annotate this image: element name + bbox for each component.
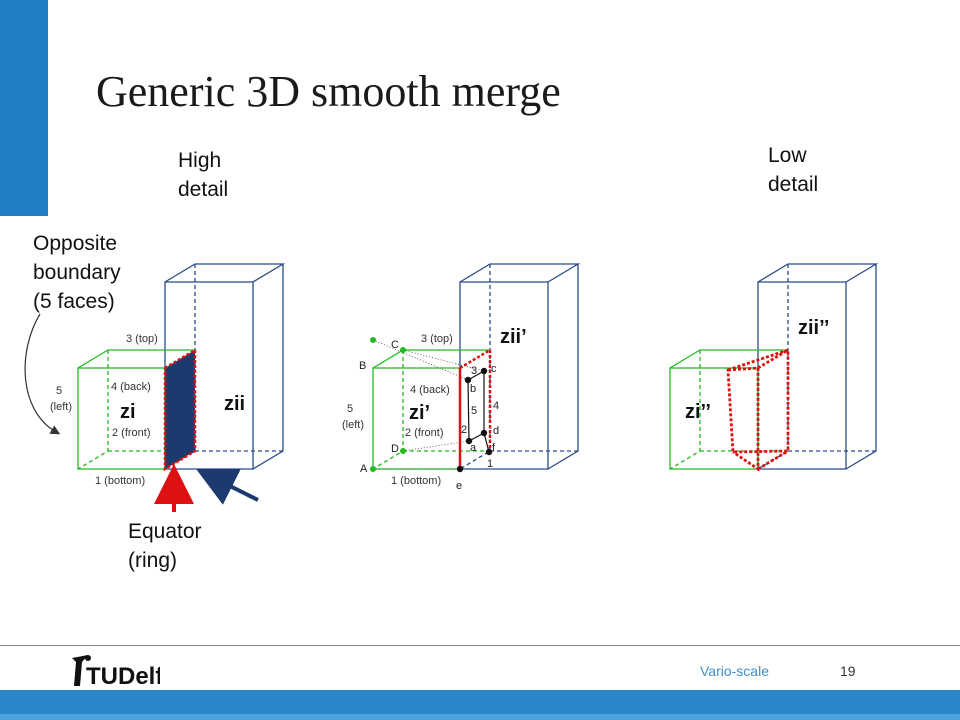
low-detail-line2: detail <box>768 173 819 196</box>
point-d: d <box>493 425 499 437</box>
point-b: b <box>470 383 476 395</box>
d2-zi-label: zi’ <box>409 402 430 424</box>
shared-face <box>163 347 197 472</box>
d2-green-points <box>370 337 406 472</box>
d1-zi-label: zi <box>120 401 136 423</box>
d3-zi-label: zi’’ <box>685 401 711 423</box>
point-f: f <box>492 442 496 454</box>
point-B: B <box>359 360 366 372</box>
d1-bottom-label: 1 (bottom) <box>95 475 145 487</box>
d1-back-label: 4 (back) <box>111 381 151 393</box>
edge-5: 5 <box>471 405 477 417</box>
point-C: C <box>391 339 399 351</box>
point-D: D <box>391 443 399 455</box>
d2-bottom-label: 1 (bottom) <box>391 475 441 487</box>
edge-4: 4 <box>493 400 499 412</box>
merged-boundary <box>726 348 790 472</box>
tudelft-logo: TUDelft <box>60 650 171 695</box>
accent-bar <box>0 0 48 216</box>
diagram-high-detail: 3 (top) 4 (back) 2 (front) 1 (bottom) 5 … <box>24 263 286 512</box>
d2-points <box>456 367 493 473</box>
footer-divider <box>0 645 960 646</box>
d2-left-num: 5 <box>347 403 353 415</box>
page-number: 19 <box>840 663 856 679</box>
opposite-curve-arrow <box>24 313 61 435</box>
d1-left-label: (left) <box>50 401 72 413</box>
footer-bar-light <box>0 714 960 720</box>
point-a: a <box>470 442 477 454</box>
section-name: Vario-scale <box>700 663 769 679</box>
point-c: c <box>491 363 497 375</box>
diagram-low-detail: zi’’ zii’’ <box>669 263 879 472</box>
d1-zii-label: zii <box>224 393 245 415</box>
edge-1: 1 <box>487 458 493 470</box>
d1-left-num: 5 <box>56 385 62 397</box>
opposite-line3: (5 faces) <box>33 290 115 313</box>
logo-text: TUDelft <box>86 663 160 690</box>
d2-top-label: 3 (top) <box>421 333 453 345</box>
d2-dotted-lines <box>372 339 485 470</box>
d1-top-label: 3 (top) <box>126 333 158 345</box>
d1-front-label: 2 (front) <box>112 427 151 439</box>
opposite-line2: boundary <box>33 261 121 284</box>
equator-arrow-navy <box>196 469 259 505</box>
point-e: e <box>456 480 462 492</box>
diagram-mid-detail: C B D A b c a d e f 1 2 3 4 5 3 (top) 4 … <box>342 263 581 492</box>
opposite-line1: Opposite <box>33 232 118 255</box>
d2-zii-label: zii’ <box>500 326 527 348</box>
tudelft-flame-icon: TUDelft <box>72 655 171 690</box>
d2-equator <box>458 348 492 469</box>
point-A: A <box>360 463 368 475</box>
equator-line1: Equator <box>128 520 202 543</box>
d2-left-label: (left) <box>342 419 364 431</box>
low-detail-line1: Low <box>768 144 807 167</box>
d2-front-label: 2 (front) <box>405 427 444 439</box>
zii-dprime-box <box>757 263 879 470</box>
equator-label: Equator (ring) <box>128 517 202 575</box>
opposite-boundary-label: Opposite boundary (5 faces) <box>33 229 121 316</box>
edge-3: 3 <box>471 365 477 377</box>
zii-prime-box <box>459 263 581 470</box>
high-detail-label: High detail <box>178 146 228 204</box>
d2-back-label: 4 (back) <box>410 384 450 396</box>
high-detail-line2: detail <box>178 178 229 201</box>
low-detail-label: Low detail <box>768 141 818 199</box>
d3-zii-label: zii’’ <box>798 317 829 339</box>
high-detail-line1: High <box>178 149 222 172</box>
equator-line2: (ring) <box>128 549 178 572</box>
slide-title: Generic 3D smooth merge <box>96 67 561 116</box>
edge-2: 2 <box>461 424 467 436</box>
